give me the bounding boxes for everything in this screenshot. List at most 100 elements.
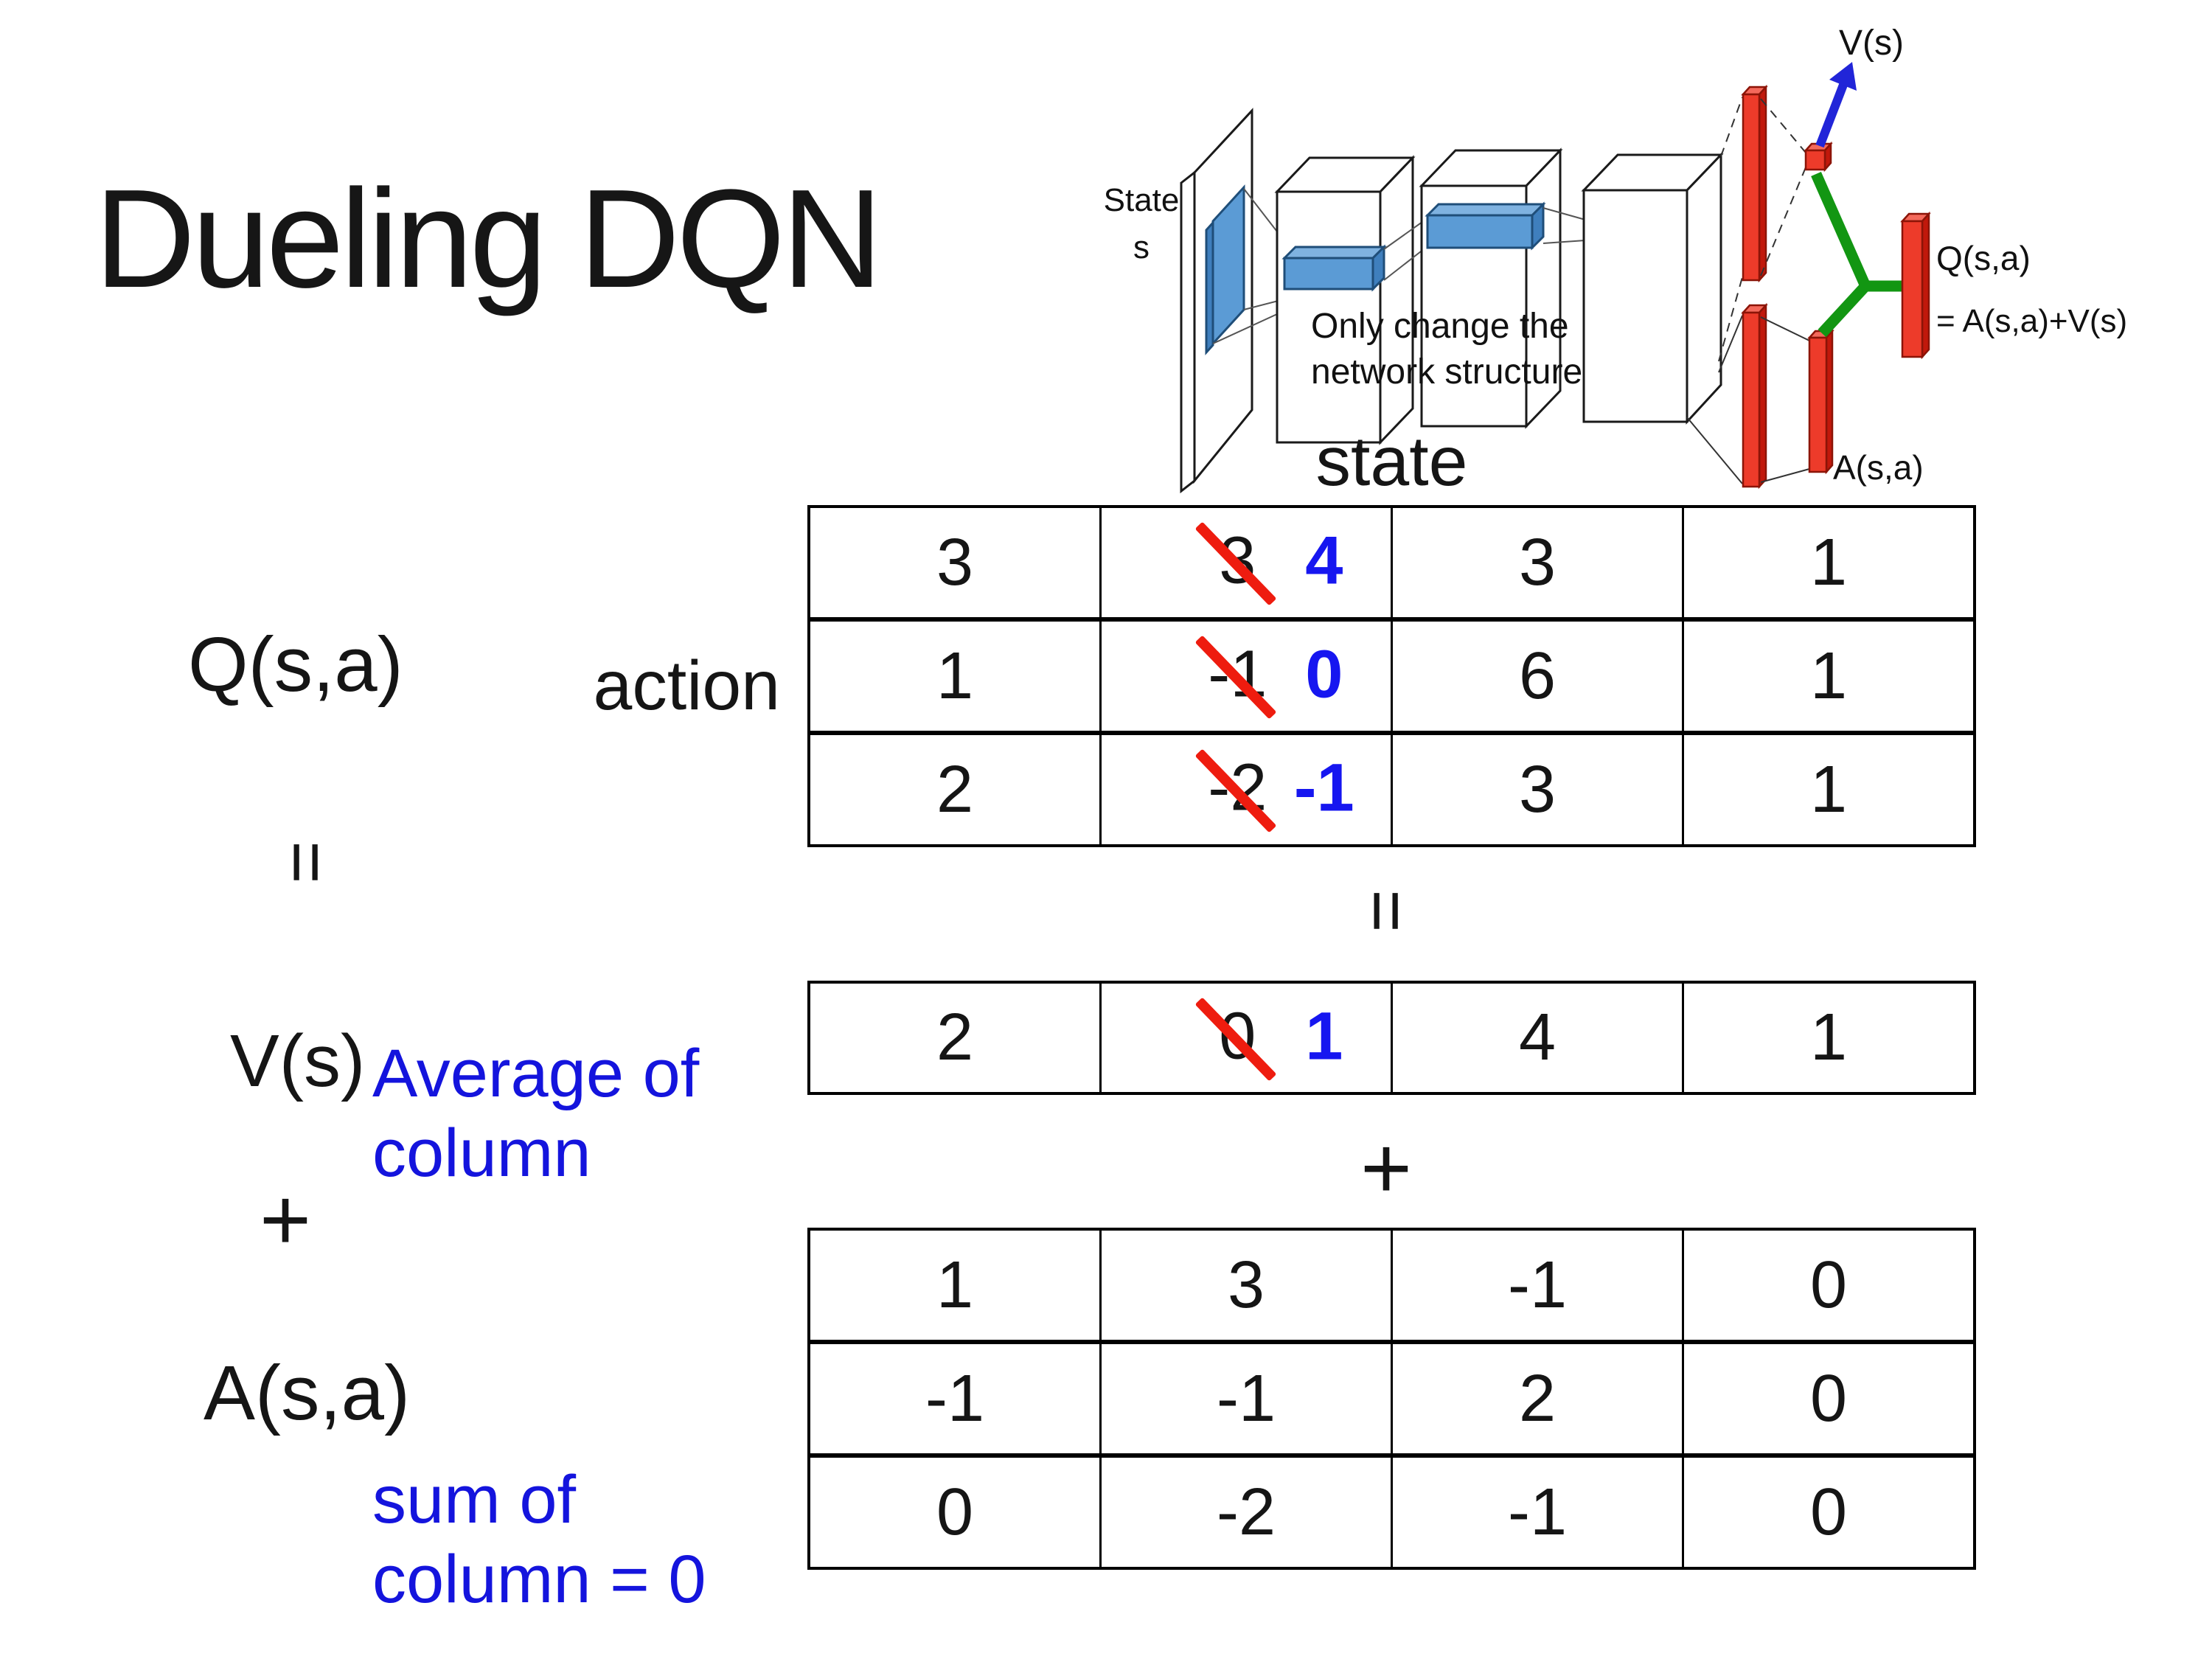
diagram-note-line2: network structure bbox=[1311, 352, 1582, 392]
table-cell: -2 bbox=[1099, 1453, 1391, 1567]
table-cell: 1 bbox=[1682, 984, 1973, 1092]
table-cell: 3 bbox=[1391, 508, 1682, 617]
corrected-value: -1 bbox=[1293, 750, 1354, 826]
cell-value: -1 bbox=[925, 1361, 985, 1436]
solid-fan-to-advantage-bar bbox=[1686, 315, 1743, 484]
conv-layer-2-box bbox=[1274, 155, 1416, 445]
table-cell: -1 bbox=[1099, 1340, 1391, 1453]
equals-sign-rotated-under-q: = bbox=[1345, 889, 1428, 933]
q-matrix-label: Q(s,a) bbox=[188, 622, 403, 708]
cell-value: 0 bbox=[936, 1475, 974, 1549]
diagram-q-label: Q(s,a) bbox=[1936, 239, 2031, 277]
network-architecture-diagram: V(s) State s Only change the network str… bbox=[1104, 24, 2127, 494]
cell-value: 1 bbox=[936, 1248, 974, 1322]
table-cell: 6 bbox=[1391, 617, 1682, 731]
plus-sign-left: + bbox=[260, 1170, 312, 1269]
average-note-line1: Average of bbox=[372, 1036, 700, 1111]
corrected-value: 0 bbox=[1305, 636, 1343, 712]
cell-value: 0 bbox=[1809, 1248, 1848, 1322]
cell-value: 1 bbox=[1809, 752, 1848, 827]
table-cell: 0 bbox=[810, 1453, 1099, 1567]
cell-value: 1 bbox=[1809, 525, 1848, 599]
table-cell: -1 bbox=[810, 1340, 1099, 1453]
cell-value: 2 bbox=[936, 752, 974, 827]
cell-value: 0 bbox=[1809, 1361, 1848, 1436]
cell-value: 3 bbox=[1227, 1248, 1265, 1322]
table-cell: 1 bbox=[1682, 731, 1973, 844]
table-row: 1 -1 0 6 1 bbox=[810, 617, 1973, 731]
table-cell-corrected: -2 -1 bbox=[1099, 731, 1391, 844]
table-cell-corrected: 0 1 bbox=[1099, 984, 1391, 1092]
solid-fan-to-a-vector bbox=[1760, 316, 1810, 483]
table-row: -1 -1 2 0 bbox=[810, 1340, 1973, 1453]
feature-bar-3 bbox=[1425, 201, 1546, 251]
q-output-bar bbox=[1900, 211, 1931, 360]
a-value-table: 1 3 -1 0 -1 -1 2 0 0 -2 -1 0 bbox=[807, 1228, 1976, 1570]
q-value-table: 3 3 4 3 1 1 -1 0 6 1 2 -2 -1 bbox=[807, 505, 1976, 847]
table-cell: 3 bbox=[810, 508, 1099, 617]
fc-layer-box bbox=[1581, 152, 1724, 425]
average-of-column-note: Average of column bbox=[372, 1034, 699, 1193]
fan-lines-2 bbox=[1383, 218, 1428, 281]
diagram-note-line1: Only change the bbox=[1311, 307, 1569, 346]
diagram-q-formula: = A(s,a)+V(s) bbox=[1936, 303, 2127, 339]
cell-value: -1 bbox=[1507, 1248, 1568, 1322]
table-cell: -1 bbox=[1391, 1453, 1682, 1567]
diagram-a-label: A(s,a) bbox=[1833, 448, 1924, 487]
cell-value: -2 bbox=[1216, 1475, 1276, 1549]
table-cell: 2 bbox=[1391, 1340, 1682, 1453]
diagram-v-label: V(s) bbox=[1839, 24, 1904, 63]
sum-note-line1: sum of bbox=[372, 1462, 577, 1537]
v-value-table: 2 0 1 4 1 bbox=[807, 981, 1976, 1095]
a-matrix-label: A(s,a) bbox=[204, 1350, 411, 1436]
dashed-fan-to-v-node bbox=[1760, 98, 1806, 276]
table-cell: 1 bbox=[1682, 508, 1973, 617]
table-row: 3 3 4 3 1 bbox=[810, 508, 1973, 617]
cell-value: 3 bbox=[1518, 752, 1557, 827]
v-node-box bbox=[1804, 141, 1833, 173]
table-cell-corrected: -1 0 bbox=[1099, 617, 1391, 731]
a-vector-bar bbox=[1807, 328, 1834, 475]
plus-sign-under-v: + bbox=[1360, 1119, 1413, 1217]
diagram-state-label-line1: State bbox=[1104, 182, 1180, 218]
v-output-arrow bbox=[1815, 62, 1857, 148]
equals-sign-rotated-left: = bbox=[265, 841, 348, 884]
table-cell: 1 bbox=[1682, 617, 1973, 731]
slide-title: Dueling DQN bbox=[94, 161, 883, 317]
table-row: 2 0 1 4 1 bbox=[810, 984, 1973, 1092]
diagram-state-label-line2: s bbox=[1133, 229, 1150, 265]
cell-value: 4 bbox=[1518, 1001, 1557, 1074]
sum-of-column-note: sum of column = 0 bbox=[372, 1460, 706, 1619]
cell-value: -1 bbox=[1216, 1361, 1276, 1436]
cell-value: 2 bbox=[1518, 1361, 1557, 1436]
cell-value: 1 bbox=[1809, 1001, 1848, 1074]
cell-value: -1 bbox=[1507, 1475, 1568, 1549]
corrected-value: 1 bbox=[1305, 998, 1343, 1074]
table-cell-corrected: 3 4 bbox=[1099, 508, 1391, 617]
table-cell: 0 bbox=[1682, 1231, 1973, 1340]
table-cell: 1 bbox=[810, 617, 1099, 731]
table-cell: 2 bbox=[810, 984, 1099, 1092]
fc-bar-value-stream bbox=[1741, 84, 1768, 283]
cell-value: 3 bbox=[936, 525, 974, 599]
cell-value: 6 bbox=[1518, 639, 1557, 713]
table-cell: -1 bbox=[1391, 1231, 1682, 1340]
state-axis-label: state bbox=[1315, 422, 1468, 501]
table-cell: 2 bbox=[810, 731, 1099, 844]
table-cell: 0 bbox=[1682, 1340, 1973, 1453]
dashed-fan-to-value-bar bbox=[1718, 97, 1743, 362]
sum-note-line2: column = 0 bbox=[372, 1542, 706, 1617]
table-cell: 3 bbox=[1099, 1231, 1391, 1340]
cell-value: 1 bbox=[936, 639, 974, 713]
cell-value: 3 bbox=[1518, 525, 1557, 599]
corrected-value: 4 bbox=[1305, 523, 1343, 599]
feature-bar-2 bbox=[1281, 244, 1387, 292]
cell-value: 0 bbox=[1809, 1475, 1848, 1549]
table-cell: 0 bbox=[1682, 1453, 1973, 1567]
action-axis-label: action bbox=[593, 647, 780, 725]
table-row: 2 -2 -1 3 1 bbox=[810, 731, 1973, 844]
table-cell: 3 bbox=[1391, 731, 1682, 844]
fan-lines-3 bbox=[1543, 207, 1586, 244]
v-matrix-label: V(s) bbox=[230, 1020, 366, 1102]
